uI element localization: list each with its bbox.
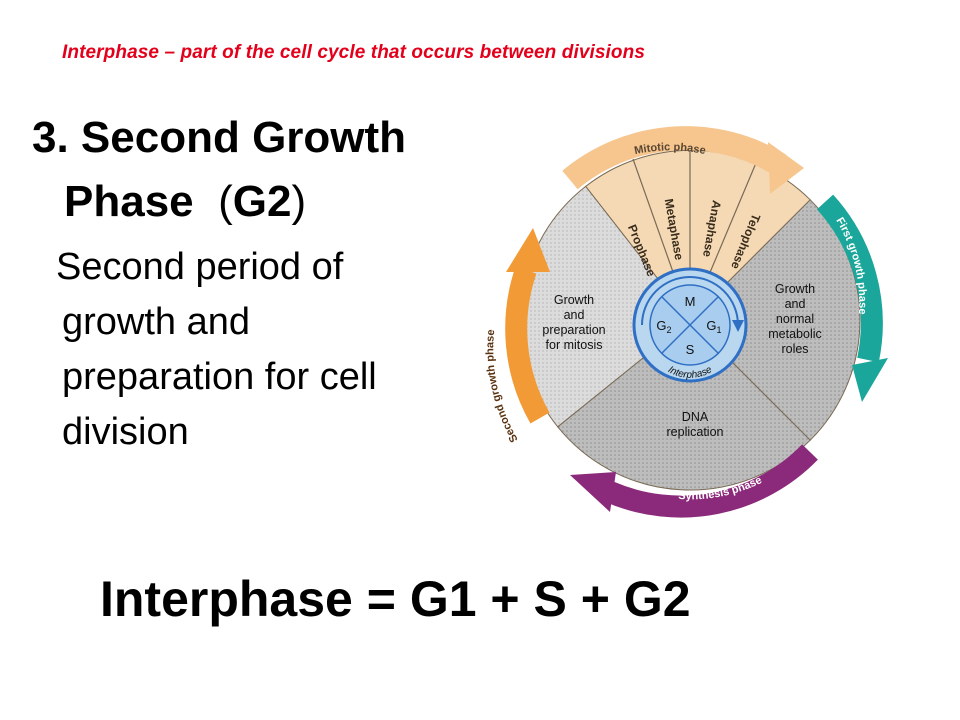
- heading-phase-word: Phase: [64, 177, 194, 226]
- top-note: Interphase – part of the cell cycle that…: [62, 42, 646, 63]
- center-inner-arc: [641, 276, 739, 326]
- g2-sector-text: Growth and preparation for mitosis: [542, 293, 605, 352]
- heading-line-2: Phase (G2): [32, 170, 406, 234]
- sector-mitosis: [584, 149, 811, 321]
- section-heading: 3. Second Growth Phase (G2): [32, 106, 406, 234]
- description-line-4: division: [62, 411, 189, 453]
- center-s-label: S: [686, 342, 695, 357]
- g1-sector-text: Growth and normal metabolic roles: [768, 282, 822, 356]
- interphase-equation: Interphase = G1 + S + G2: [100, 571, 691, 627]
- heading-g2-code: G2: [232, 177, 292, 226]
- s-text-line-1: DNA: [682, 410, 709, 424]
- s-text-line-2: replication: [667, 425, 724, 439]
- mitotic-phase-label: Mitotic phase: [633, 141, 706, 157]
- center-interphase-label: Interphase: [666, 364, 714, 381]
- g1-text-line-2: and: [785, 297, 806, 311]
- s-sector-text: DNA replication: [667, 410, 724, 439]
- g2-text-line-1: Growth: [554, 293, 594, 307]
- description: Second period of growth and preparation …: [56, 240, 482, 460]
- center-divider-b: [661, 296, 719, 354]
- center-g2-label: G2: [656, 318, 671, 335]
- g1-text-line-5: roles: [781, 342, 808, 356]
- description-line-1: Second period of: [56, 246, 344, 288]
- heading-paren-close: ): [291, 177, 307, 226]
- center-m-label: M: [685, 294, 696, 309]
- cell-cycle-diagram: Mitotic phase First growth phase Synthes…: [484, 126, 888, 518]
- second-growth-arrow: [505, 266, 550, 424]
- g2-text-line-2: and: [564, 308, 585, 322]
- mitotic-arrow: [562, 126, 787, 190]
- description-line-3: preparation for cell: [62, 356, 377, 398]
- g1-text-line-3: normal: [776, 312, 814, 326]
- description-line-2: growth and: [62, 301, 251, 343]
- synthesis-arrowhead: [570, 472, 616, 512]
- center-g1-label: G1: [706, 318, 721, 335]
- g1-text-line-1: Growth: [775, 282, 815, 296]
- first-growth-arrowhead: [852, 358, 888, 402]
- heading-line-1: 3. Second Growth: [32, 113, 407, 162]
- second-growth-arrowhead: [506, 228, 550, 272]
- first-growth-arrow: [816, 194, 883, 363]
- g1-text-line-4: metabolic: [768, 327, 822, 341]
- g2-text-line-4: for mitosis: [546, 338, 603, 352]
- synthesis-arrow: [605, 444, 818, 518]
- heading-paren-open: (: [218, 177, 233, 226]
- g2-text-line-3: preparation: [542, 323, 605, 337]
- center-ring-arrowhead: [732, 320, 744, 332]
- mitotic-arrowhead: [768, 142, 804, 194]
